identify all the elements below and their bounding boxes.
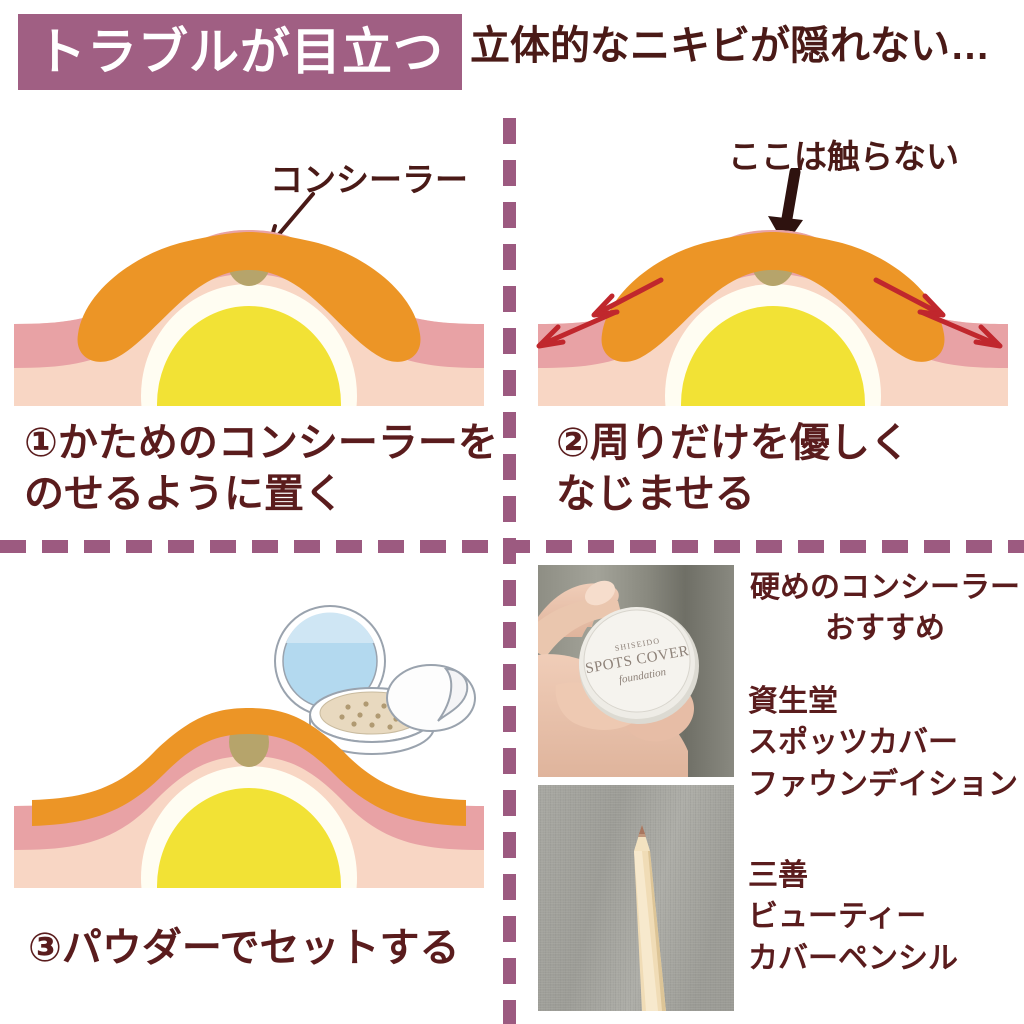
panel-step-3: ③パウダーでセットする [0, 553, 503, 1024]
product-2-text: 三善 ビューティー カバーペンシル [748, 859, 958, 975]
do-not-touch-annotation-label: ここは触らない [728, 138, 959, 175]
blend-arrows-left-icon [536, 277, 664, 349]
panel-2-caption: ②周りだけを優しく なじませる [556, 421, 910, 517]
header-banner: トラブルが目立つ [18, 14, 462, 90]
vertical-dashed-divider [503, 118, 516, 1024]
banner-title: トラブルが目立つ [36, 24, 444, 80]
panel-products: SHISEIDO SPOTS COVER foundation [516, 553, 1024, 1024]
skin-cross-section-illustration [14, 708, 484, 888]
panel-3-caption: ③パウダーでセットする [28, 926, 460, 970]
recommendation-text: 硬めのコンシーラー おすすめ [750, 571, 1020, 646]
skin-cross-section-illustration [14, 230, 484, 406]
panel-1-caption: ①かためのコンシーラーを のせるように置く [24, 421, 498, 517]
mitsuyoshi-beauty-cover-pencil-photo [538, 785, 734, 1011]
panel-step-2: ここは触らない ②周りだけを優しく なじませる [516, 118, 1024, 540]
product-1-text: 資生堂 スポッツカバー ファウンデイション [748, 685, 1018, 801]
header: トラブルが目立つ 立体的なニキビが隠れない… [0, 0, 1024, 118]
header-subtitle: 立体的なニキビが隠れない… [470, 24, 990, 68]
concealer-annotation-label: コンシーラー [270, 161, 468, 198]
shiseido-spots-cover-foundation-photo: SHISEIDO SPOTS COVER foundation [538, 565, 734, 777]
skin-cross-section-illustration [538, 230, 1008, 406]
powder-compact-icon [274, 605, 476, 755]
panel-step-1: コンシーラー ①かためのコンシーラーを のせるように置く [0, 118, 503, 540]
blend-arrows-right-icon [873, 277, 1003, 349]
